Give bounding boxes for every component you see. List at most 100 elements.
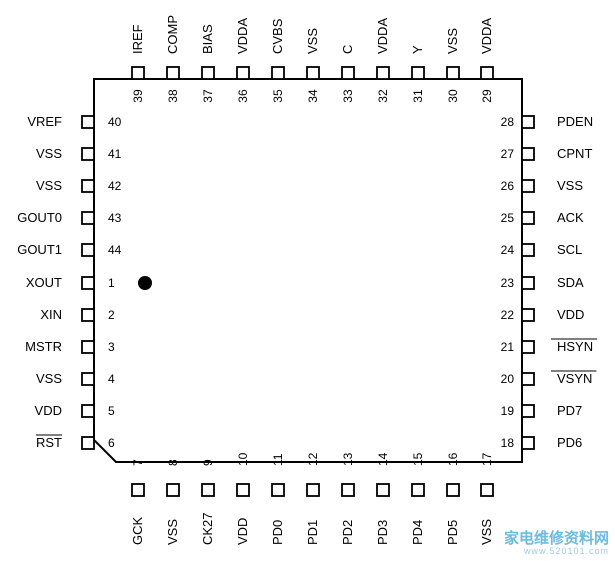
pin-number-33: 33 — [341, 89, 355, 103]
pin-label-pd2-13: PD2 — [340, 520, 355, 545]
pin-32 — [376, 66, 390, 80]
pin-12 — [306, 483, 320, 497]
watermark-url: www.520101.com — [523, 546, 609, 557]
pin-6 — [81, 436, 95, 450]
pin-number-7: 7 — [131, 459, 145, 466]
pin-8 — [166, 483, 180, 497]
pin-24 — [521, 243, 535, 257]
pin-21 — [521, 340, 535, 354]
pin-number-40: 40 — [108, 115, 122, 129]
pin-label-vss-26: VSS — [557, 178, 583, 193]
pin-label-pd7-19: PD7 — [557, 403, 582, 418]
pin-37 — [201, 66, 215, 80]
pin-23 — [521, 276, 535, 290]
pin-19 — [521, 404, 535, 418]
pin-label-gout1-44: GOUT1 — [17, 242, 62, 257]
pin-label-vdda-29: VDDA — [479, 18, 494, 54]
pin-label-pd0-11: PD0 — [270, 520, 285, 545]
pin-5 — [81, 404, 95, 418]
pin-9 — [201, 483, 215, 497]
pin-41 — [81, 147, 95, 161]
pin-number-31: 31 — [411, 89, 425, 103]
pin-number-8: 8 — [166, 459, 180, 466]
watermark-title: 家电维修资料网 — [503, 529, 609, 547]
pin-label-vss-42: VSS — [36, 178, 62, 193]
pin-number-43: 43 — [108, 211, 122, 225]
pin-label-vsyn-20: VSYN — [557, 371, 592, 386]
pin-label-pd5-16: PD5 — [445, 520, 460, 545]
pin-7 — [131, 483, 145, 497]
pin-label-comp-38: COMP — [165, 15, 180, 54]
pin-number-6: 6 — [108, 436, 115, 450]
pin-15 — [411, 483, 425, 497]
pin-number-5: 5 — [108, 404, 115, 418]
pin-label-rst-6: RST — [36, 435, 62, 450]
pin-number-18: 18 — [501, 436, 515, 450]
pin-label-vdda-32: VDDA — [375, 18, 390, 54]
pin-label-vss-17: VSS — [479, 519, 494, 545]
pin-label-vss-41: VSS — [36, 146, 62, 161]
pin-number-32: 32 — [376, 89, 390, 103]
pin-number-4: 4 — [108, 372, 115, 386]
pin-label-y-31: Y — [410, 45, 425, 54]
pin-number-17: 17 — [480, 452, 494, 466]
pin-number-11: 11 — [271, 453, 285, 466]
pin-44 — [81, 243, 95, 257]
pin-11 — [271, 483, 285, 497]
pin-number-36: 36 — [236, 89, 250, 103]
pin-14 — [376, 483, 390, 497]
pin-number-20: 20 — [501, 372, 515, 386]
pin-label-scl-24: SCL — [557, 242, 582, 257]
pin-33 — [341, 66, 355, 80]
pin-label-xout-1: XOUT — [26, 275, 62, 290]
pin-label-mstr-3: MSTR — [25, 339, 62, 354]
pin-label-sda-23: SDA — [557, 275, 584, 290]
pin-label-ack-25: ACK — [557, 210, 584, 225]
pin-number-1: 1 — [108, 276, 115, 290]
pin-number-30: 30 — [446, 89, 460, 103]
pin-28 — [521, 115, 535, 129]
pin-label-gck-7: GCK — [130, 517, 145, 546]
pin-3 — [81, 340, 95, 354]
pin-number-14: 14 — [376, 452, 390, 466]
pin-label-vdd-22: VDD — [557, 307, 584, 322]
pin-number-23: 23 — [501, 276, 515, 290]
pin-number-28: 28 — [501, 115, 515, 129]
pin-label-pd3-14: PD3 — [375, 520, 390, 545]
pin-label-cpnt-27: CPNT — [557, 146, 592, 161]
pin-27 — [521, 147, 535, 161]
pin1-indicator-dot — [138, 276, 152, 290]
pin-label-pd4-15: PD4 — [410, 520, 425, 545]
pin-number-27: 27 — [501, 147, 515, 161]
pin-number-44: 44 — [108, 243, 122, 257]
chip-body — [93, 78, 523, 463]
pin-label-iref-39: IREF — [130, 24, 145, 54]
pin-29 — [480, 66, 494, 80]
pin-label-ck27-9: CK27 — [200, 512, 215, 545]
pin-label-c-33: C — [340, 45, 355, 54]
pin-18 — [521, 436, 535, 450]
pin-label-pden-28: PDEN — [557, 114, 593, 129]
pin-42 — [81, 179, 95, 193]
pin-label-vss-8: VSS — [165, 519, 180, 545]
pin-label-pd6-18: PD6 — [557, 435, 582, 450]
pin-label-hsyn-21: HSYN — [557, 339, 593, 354]
pin-label-vdd-5: VDD — [35, 403, 62, 418]
pin-label-xin-2: XIN — [40, 307, 62, 322]
pin-2 — [81, 308, 95, 322]
pin-label-vss-30: VSS — [445, 28, 460, 54]
pin-43 — [81, 211, 95, 225]
pin-number-22: 22 — [501, 308, 515, 322]
watermark: 家电维修资料网 www.520101.com — [503, 529, 609, 557]
pin-17 — [480, 483, 494, 497]
pin-30 — [446, 66, 460, 80]
pin-number-9: 9 — [201, 459, 215, 466]
pin-36 — [236, 66, 250, 80]
pin-number-41: 41 — [108, 147, 122, 161]
pin-number-39: 39 — [131, 89, 145, 103]
pin-34 — [306, 66, 320, 80]
pin-13 — [341, 483, 355, 497]
pin-number-21: 21 — [501, 340, 515, 354]
